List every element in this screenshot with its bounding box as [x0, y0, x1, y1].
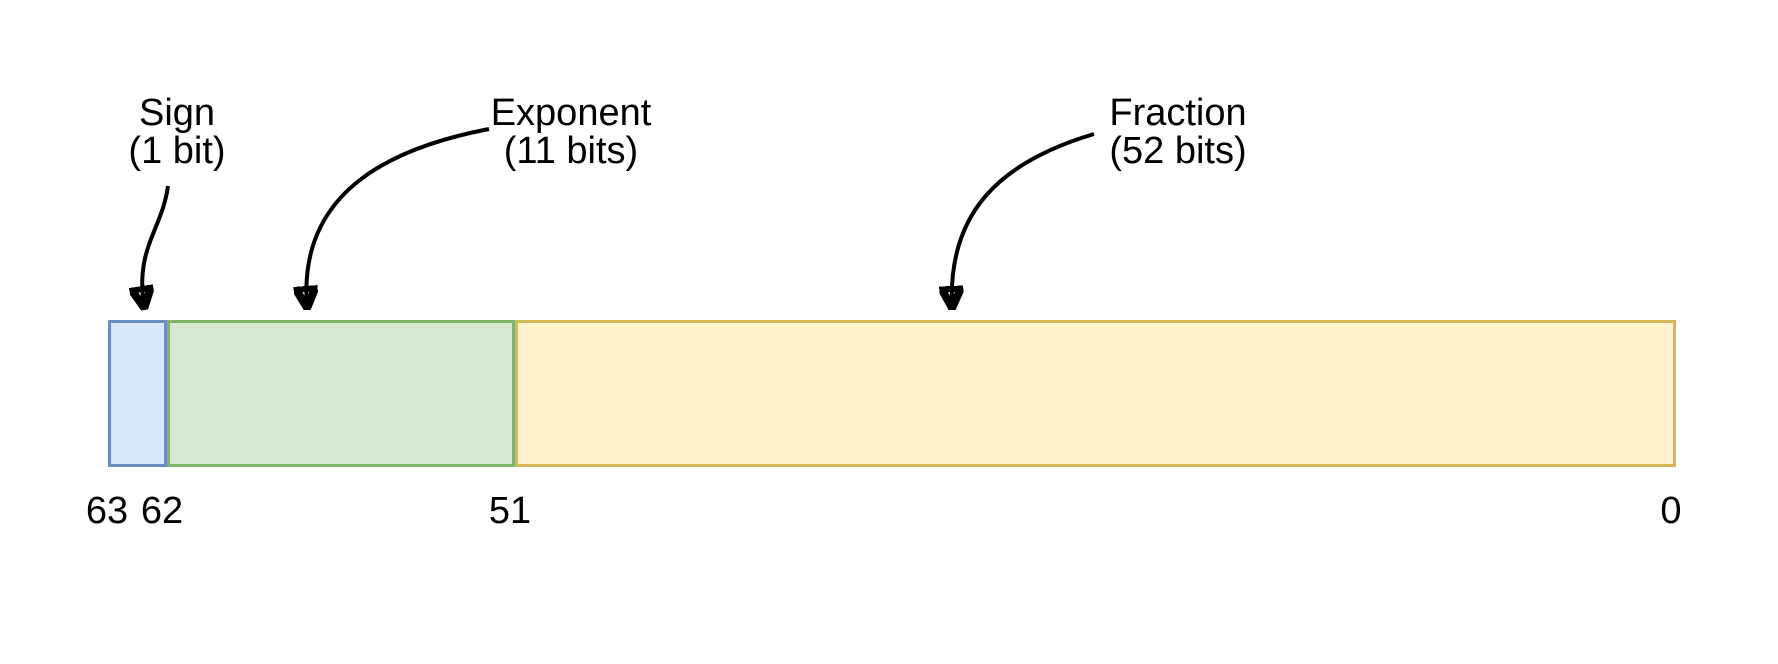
- fraction-field-label: Fraction (52 bits): [1048, 94, 1308, 170]
- sign-field-bits: (1 bit): [128, 130, 226, 172]
- fraction-field-bits: (52 bits): [1109, 130, 1247, 172]
- sign-field-label: Sign (1 bit): [47, 94, 307, 170]
- bit-index-62: 62: [140, 490, 184, 532]
- exponent-field-bits: (11 bits): [503, 130, 639, 172]
- bit-index-51: 51: [488, 490, 532, 532]
- exponent-segment: [167, 320, 515, 467]
- fraction-field-name: Fraction: [1109, 92, 1247, 134]
- exponent-field-label: Exponent (11 bits): [441, 94, 701, 170]
- sign-field-name: Sign: [138, 92, 216, 134]
- fraction-segment: [515, 320, 1676, 467]
- bit-index-0: 0: [1660, 490, 1682, 532]
- sign-segment: [108, 320, 167, 467]
- bit-field-bar: [108, 320, 1676, 467]
- bit-index-63: 63: [85, 490, 129, 532]
- sign-arrow: [142, 185, 170, 306]
- exponent-field-name: Exponent: [490, 92, 652, 134]
